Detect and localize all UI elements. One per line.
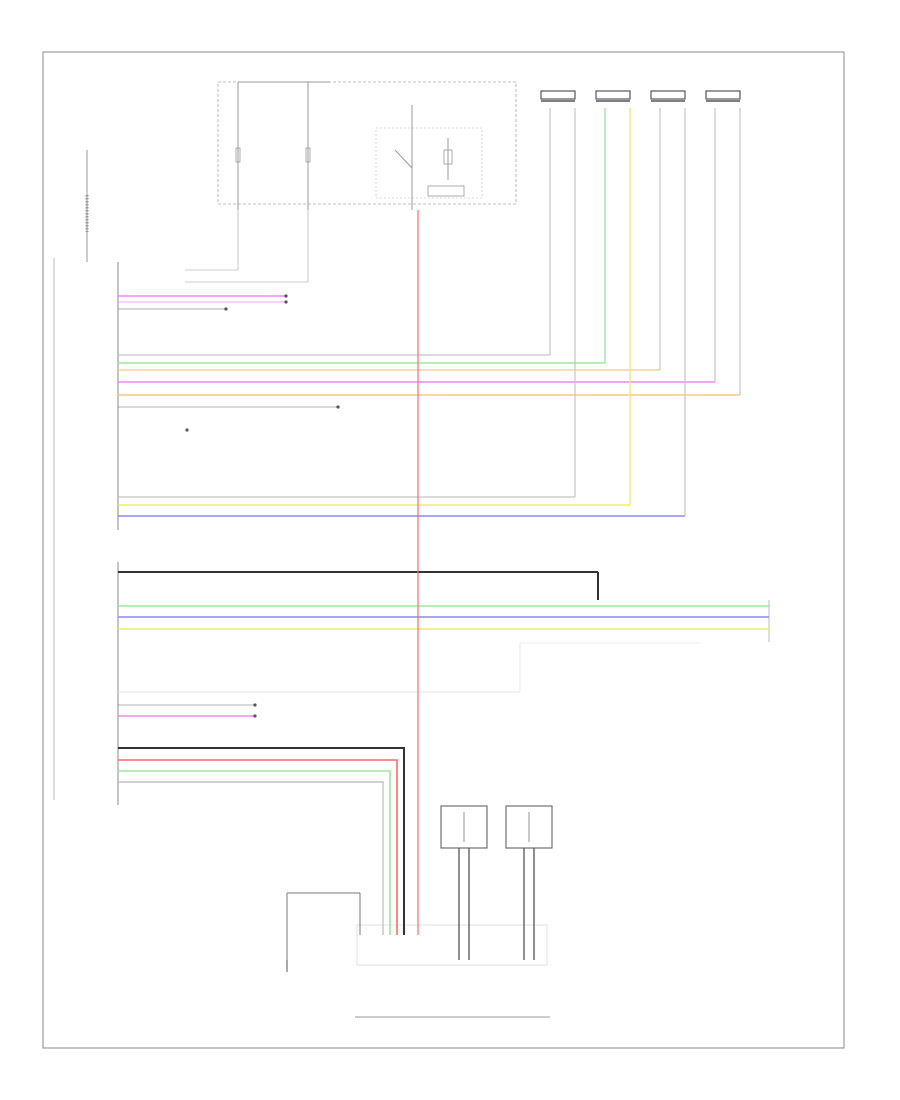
speaker-right-rear: [705, 90, 741, 102]
microphone-right: [505, 805, 553, 960]
wire-violet-rr: [118, 108, 716, 383]
wire-bundle-bottom: [118, 747, 405, 935]
wire-green-lf: [118, 108, 606, 364]
wire-gray-lf: [118, 108, 551, 356]
wire-yellow-lr-return: [118, 108, 631, 506]
wire-black-shield: [118, 571, 599, 600]
speaker-right-front: [650, 90, 686, 102]
wire-blue-rf-return: [118, 108, 686, 517]
wire-orange-rr: [118, 108, 741, 396]
microphone-left: [440, 805, 488, 960]
wire-violet-top: [118, 295, 286, 310]
data-link-connector: [519, 600, 770, 692]
speaker-left-rear: [595, 90, 631, 102]
wire-gray-lower: [118, 691, 520, 717]
speaker-left-front: [540, 90, 576, 102]
diagram-frame: [42, 51, 845, 1049]
wire-end-markers: [185, 294, 340, 718]
fuse-junction-box: [185, 81, 517, 283]
audio-module-connector: [53, 258, 119, 805]
bottom-connector: [286, 892, 550, 1018]
wire-gray-lf-return: [118, 108, 576, 498]
door-speakers-group: [540, 90, 741, 102]
wire-orange-rf: [118, 108, 661, 371]
